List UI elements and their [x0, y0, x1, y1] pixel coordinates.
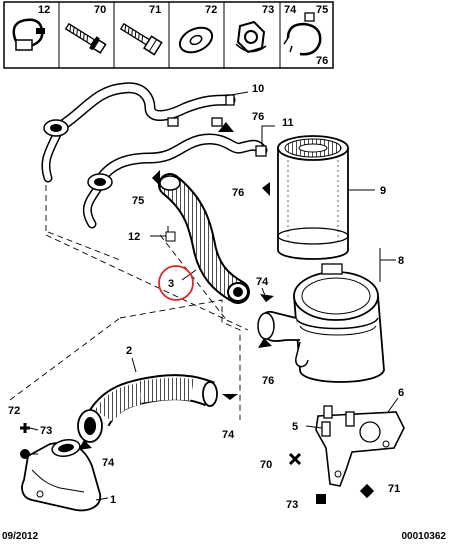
strip-label-6: 75	[316, 4, 328, 16]
callout-73-a: 73	[286, 499, 298, 511]
inlet-elbow-1	[21, 439, 102, 512]
callout-11: 11	[282, 117, 294, 129]
callout-72: 73	[40, 425, 52, 437]
guide-lines	[9, 175, 249, 420]
hex-nut-icon	[235, 20, 267, 54]
corrugated-hose-3	[158, 173, 250, 304]
callout-71: 72	[8, 405, 20, 417]
filter-housing-8	[257, 263, 385, 383]
callout-12: 12	[128, 231, 140, 243]
breather-hose-11	[82, 133, 268, 229]
callout-5: 6	[398, 387, 404, 399]
callout-76-c: 76	[262, 375, 274, 387]
callout-9: 9	[380, 185, 386, 197]
callout-10: 10	[252, 83, 264, 95]
mounting-bracket-5	[315, 405, 405, 487]
clamp-marker-square	[165, 231, 176, 242]
highlight-circle	[158, 265, 194, 301]
parts-strip: 12 70 71 72 73	[3, 1, 334, 69]
callout-75: 75	[132, 195, 144, 207]
callout-74-c: 74	[102, 457, 115, 469]
small-clamp-icon	[283, 12, 322, 56]
footer-reference: 00010362	[401, 531, 447, 542]
callout-2: 2	[126, 345, 132, 357]
intake-duct-2	[77, 374, 218, 443]
footer-date: 09/2012	[2, 531, 39, 542]
bolt-icon	[119, 22, 163, 56]
arrow-markers	[78, 122, 274, 450]
callout-76-a: 76	[252, 111, 264, 123]
callout-76-b: 76	[232, 187, 244, 199]
breather-tee-10	[43, 119, 69, 137]
callout-74-b: 74	[222, 429, 235, 441]
fastener-markers-left	[20, 423, 30, 459]
filter-element-9	[277, 135, 349, 260]
hose-end-clamps	[167, 94, 267, 157]
fastener-markers-right	[288, 452, 375, 504]
washer-icon	[178, 26, 214, 54]
strip-label-0: 12	[38, 4, 50, 16]
breather-tee-11	[87, 173, 113, 191]
callout-labels: 10 76 11 75 76 9 12 8 3 74 76 2 6 5 74 7…	[8, 83, 404, 511]
strip-label-1: 70	[94, 4, 106, 16]
callout-6: 5	[292, 421, 298, 433]
hose-clamp-icon	[12, 18, 45, 51]
strip-label-5: 74	[284, 4, 297, 16]
callout-3: 3	[168, 278, 174, 290]
strip-label-7: 76	[316, 55, 328, 67]
strip-label-4: 73	[262, 4, 274, 16]
strip-label-3: 72	[205, 4, 217, 16]
strip-label-2: 71	[149, 4, 161, 16]
callout-73-b: 71	[388, 483, 400, 495]
callout-8: 8	[398, 255, 404, 267]
breather-hose-10	[41, 82, 236, 183]
callout-1: 1	[110, 494, 116, 506]
flange-screw-icon	[64, 22, 107, 54]
callout-74-a: 74	[256, 276, 269, 288]
callout-70: 70	[260, 459, 272, 471]
